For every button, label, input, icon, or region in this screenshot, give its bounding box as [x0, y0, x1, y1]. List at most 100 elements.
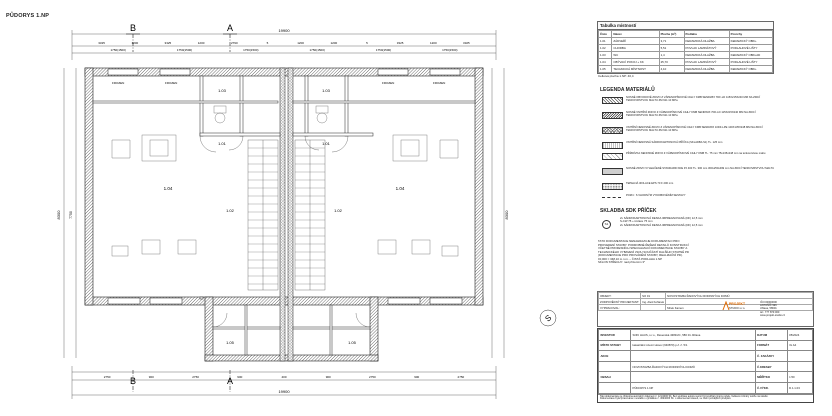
room-table: Tabulka místností Číslo Název Plocha (m²… [597, 21, 774, 78]
title-block-cell: PŮDORYS 1.NP [630, 381, 756, 394]
th-plocha: Plocha (m²) [658, 30, 685, 38]
legend-text: NOSNÉ ZDIVO VYLEHČENÉ STANDARD KDE PJ 40… [626, 167, 775, 170]
dimension-label: 5 [267, 41, 269, 45]
legend-text: POZN.: S VHODNÝM VYDOBOVÉNÍM SESTAVY [626, 194, 686, 197]
th-nazev: Název [611, 30, 660, 38]
title-block-cell: 05/2024 [786, 329, 814, 341]
title-block-cell [630, 350, 756, 362]
side-dimensions [63, 68, 505, 358]
room-label: 1.01 [322, 141, 331, 146]
legend-item: PŘÍZDÍVKA NENOSNÉ ZDIVO Z VÁPENOPÍSKOVÉ … [602, 152, 782, 164]
window-label: FROZEN [433, 81, 445, 85]
title-block-cell: 3x A4 [786, 339, 814, 352]
staircase-left [247, 139, 279, 291]
dimension-label: 900 [237, 375, 242, 379]
section-a-top: A [227, 23, 233, 33]
legend-swatch [602, 153, 623, 160]
partition-text: 2x SÁDROKARTONOVÁ DESKA IMPREGNOVANÁ (DF… [620, 216, 703, 227]
table-row: AKCE Č. ZAKÁZKY [598, 350, 814, 362]
dimension-label: 400 [281, 375, 286, 379]
dim-left-part: 7750 [69, 211, 73, 219]
title-block-cell: Č.KRESBY [754, 360, 788, 373]
title-block-cell [598, 381, 631, 394]
title-block-cell: SOKI HAUS, s.r.o., Ravenská 4383/2C, 586… [630, 329, 756, 341]
room-label: 1.05 [348, 340, 357, 345]
title-block-cell: MÍSTO STAVBY [598, 339, 631, 352]
legend-text: TEPELNÁ IZOLACE EPS 70 F 200 mm [626, 182, 674, 185]
th-cislo: Číslo [597, 30, 613, 38]
dimension-label: 2790 [231, 41, 238, 45]
dimension-label: 1750(1500) [111, 48, 126, 52]
legend-item: POZN.: S VHODNÝM VYDOBOVÉNÍM SESTAVY [602, 194, 782, 206]
dimension-label: 1200 [198, 41, 205, 45]
room-label: 1.04 [396, 186, 405, 191]
drawing-title: PŮDORYS 1.NP [6, 13, 50, 19]
north-label: S [543, 313, 553, 323]
dimension-label: 1750(1500) [442, 48, 457, 52]
title-block-cell: Č. ZAKÁZKY [754, 350, 788, 362]
legend-text: NOSNÉ VNITŘNÍ ZDIVO Z VÁPENOPÍSKOVÉ CIHL… [626, 111, 756, 118]
title-block-cell: INVESTOR [598, 329, 631, 341]
title-block-cell: Č.VÝKR. [754, 381, 788, 394]
title-block-cell [598, 360, 631, 373]
inner-walls [92, 75, 476, 356]
legend-swatch [602, 127, 623, 134]
legend-swatch [602, 112, 623, 119]
partition-marker: S1 [602, 220, 611, 229]
dim-total-top: 19900 [278, 28, 290, 33]
th-podlaha: Podlaha [683, 30, 730, 38]
top-dimensions [71, 30, 497, 60]
legend-text: VNITŘNÍ NENOSNÁ SÁDROKARTONOVÁ PŘÍČKA (S… [626, 141, 723, 144]
title-block-cell [630, 371, 756, 383]
room-label: 1.02 [334, 208, 343, 213]
title-block-cell: katastrální území Hosov (640870) p.č. č.… [630, 339, 756, 352]
legend-swatch [602, 197, 621, 198]
title-block-cell: 1:50 [786, 371, 814, 383]
dimension-label: 1750(1500) [177, 48, 192, 52]
dimension-label: 900 [414, 375, 419, 379]
dimension-label: 1200 [297, 41, 304, 45]
legend-item: NOSNÉ OBVODOVÉ ZDIVO Z VÁPENOPÍSKOVÉ CIH… [602, 96, 782, 108]
room-label: 1.04 [164, 186, 173, 191]
legend-swatch [602, 97, 623, 104]
dimension-label: 2750 [458, 375, 465, 379]
title-block-cell: MĚŘÍTKO [754, 371, 788, 383]
section-a-bottom: A [227, 376, 233, 386]
windows [107, 68, 463, 305]
north-arrow [539, 309, 557, 327]
legend-text: VNITŘNÍ NENOSNÉ ZDIVO Z VÁPENOPÍSKOVÉ CI… [626, 126, 763, 133]
dimension-label: 3325 [165, 41, 172, 45]
window-label: FROZEN [165, 81, 177, 85]
legend-swatch [602, 168, 623, 175]
title-block-cell: AKCE [598, 350, 631, 362]
bottom-dimensions [71, 366, 497, 399]
title-block-cell: D.1.1.03 [786, 381, 814, 394]
section-markers [126, 33, 237, 392]
room-label: 1.02 [226, 208, 235, 213]
table-row: VYPRACOVAL:Mirek Kamen [597, 304, 813, 311]
company-sub: STUDIO s.r.o. [729, 307, 746, 310]
dim-total-bottom: 19900 [278, 389, 290, 394]
company-info: IČO:00000000 ANTOŇÍČ 996 Jihlava, 58601 … [760, 301, 786, 317]
legend-item: TEPELNÁ IZOLACE EPS 70 F 200 mm [602, 182, 782, 194]
dimension-label: 1750(1500) [376, 48, 391, 52]
legend-item: NOSNÉ ZDIVO VYLEHČENÉ STANDARD KDE PJ 40… [602, 167, 782, 179]
title-block-footer: Tato dokumentace je chráněna autorským z… [598, 393, 813, 403]
dimension-label: 900 [149, 375, 154, 379]
room-label: 1.03 [322, 88, 331, 93]
window-label: FROZEN [112, 81, 124, 85]
dim-left-total: 8300 [56, 210, 61, 220]
room-table-title: Tabulka místností [598, 22, 773, 30]
